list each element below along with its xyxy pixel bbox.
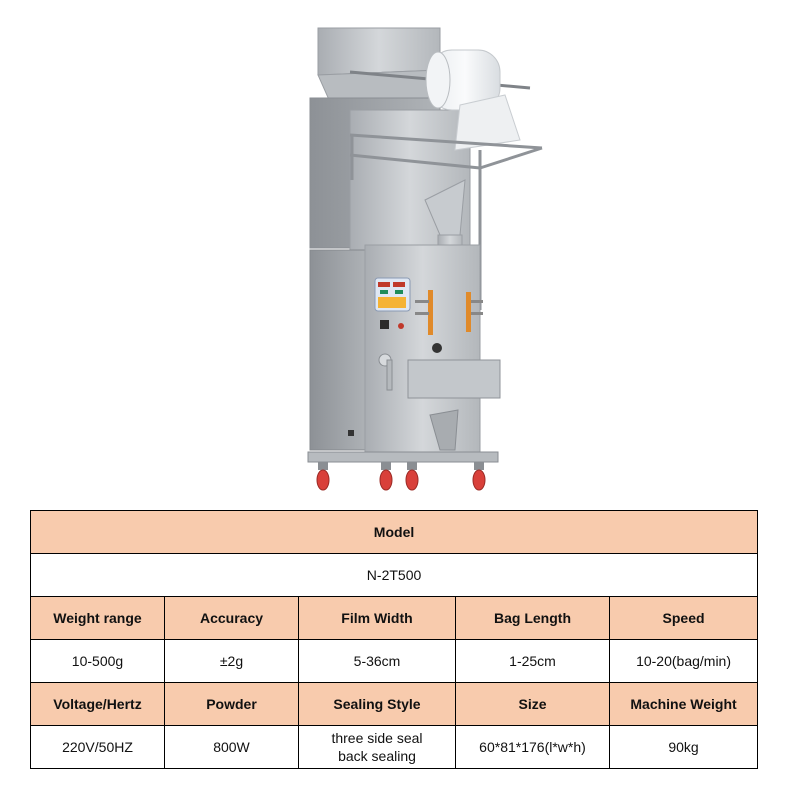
speed-value: 10-20(bag/min)	[608, 639, 759, 683]
weight-range-header: Weight range	[30, 596, 165, 640]
film-roll	[349, 49, 531, 151]
powder-header: Powder	[164, 682, 299, 726]
weight-range-value: 10-500g	[30, 639, 165, 683]
discharge-chute	[407, 359, 501, 451]
sealing-style-line-2: back sealing	[338, 748, 416, 764]
model-value-row: N-2T500	[29, 553, 759, 597]
door-handle	[378, 353, 393, 391]
spec-value-row-1: 10-500g ±2g 5-36cm 1-25cm 10-20(bag/min)	[30, 639, 759, 683]
spec-value-row-2: 220V/50HZ 800W three side seal back seal…	[30, 725, 759, 769]
sealing-jaws	[415, 290, 483, 353]
bag-length-value: 1-25cm	[455, 639, 610, 683]
sealing-style-value: three side seal back sealing	[298, 725, 456, 769]
spec-header-row-2: Voltage/Hertz Powder Sealing Style Size …	[30, 682, 759, 726]
packing-machine-image	[290, 20, 550, 495]
sealing-style-line-1: three side seal	[331, 730, 423, 746]
film-width-value: 5-36cm	[298, 639, 456, 683]
model-header: Model	[29, 510, 759, 554]
model-header-row: Model	[29, 510, 759, 554]
accuracy-header: Accuracy	[164, 596, 299, 640]
film-width-header: Film Width	[298, 596, 456, 640]
spec-header-row-1: Weight range Accuracy Film Width Bag Len…	[30, 596, 759, 640]
accuracy-value: ±2g	[164, 639, 299, 683]
caster-wheels	[316, 462, 486, 491]
bag-length-header: Bag Length	[455, 596, 610, 640]
model-value: N-2T500	[29, 553, 759, 597]
voltage-hertz-header: Voltage/Hertz	[30, 682, 165, 726]
size-value: 60*81*176(l*w*h)	[455, 725, 610, 769]
machine-weight-header: Machine Weight	[608, 682, 759, 726]
control-panel	[374, 277, 411, 329]
base-frame	[307, 451, 499, 463]
voltage-hertz-value: 220V/50HZ	[30, 725, 165, 769]
speed-header: Speed	[608, 596, 759, 640]
powder-value: 800W	[164, 725, 299, 769]
spec-table: Model N-2T500 Weight range Accuracy Film…	[29, 510, 759, 769]
sealing-style-header: Sealing Style	[298, 682, 456, 726]
size-header: Size	[455, 682, 610, 726]
hopper	[317, 27, 441, 103]
machine-weight-value: 90kg	[608, 725, 759, 769]
